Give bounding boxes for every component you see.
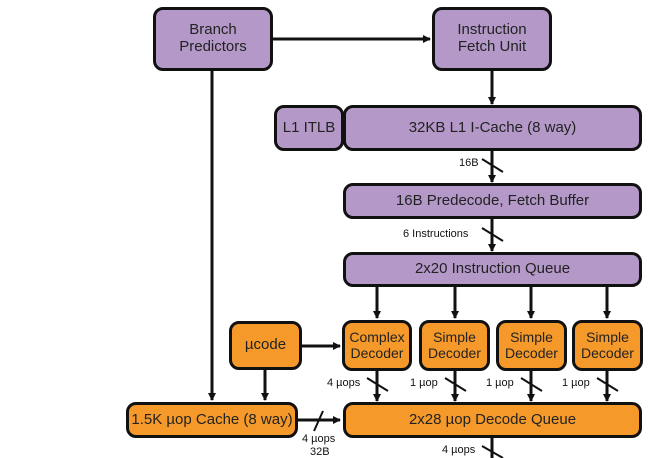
bus-slash-16b	[481, 158, 504, 173]
l1-icache-block: 32KB L1 I-Cache (8 way)	[343, 105, 642, 151]
ucode-block: µcode	[229, 321, 302, 370]
label-uop-cache-out-uops: 4 µops	[302, 433, 336, 445]
bus-slash-6-instructions	[481, 227, 504, 242]
decoder-2-line2: Decoder	[428, 344, 481, 361]
instruction-queue-block: 2x20 Instruction Queue	[343, 252, 642, 287]
fetch-unit-line1: Instruction	[457, 21, 527, 39]
decoder-4-line2: Decoder	[581, 344, 634, 361]
bus-slash-uop-cache	[313, 410, 324, 432]
decoder-3-line2: Decoder	[505, 344, 558, 361]
label-decoder-2-out: 1 µop	[410, 377, 438, 389]
l1-itlb-block: L1 ITLB	[274, 105, 344, 151]
bus-slash-decoder-2	[444, 377, 467, 392]
label-decoder-4-out: 1 µop	[562, 377, 590, 389]
label-16b: 16B	[459, 157, 479, 169]
label-decode-queue-out: 4 µops	[442, 444, 476, 456]
uop-cache-block: 1.5K µop Cache (8 way)	[126, 402, 298, 438]
label-decoder-1-out: 4 µops	[327, 377, 361, 389]
instruction-queue-label: 2x20 Instruction Queue	[414, 260, 571, 278]
branch-predictors-line1: Branch	[189, 21, 237, 39]
decode-queue-block: 2x28 µop Decode Queue	[343, 402, 642, 438]
decoder-4-line1: Simple	[586, 328, 629, 345]
branch-predictors-line2: Predictors	[179, 38, 247, 55]
predecode-block: 16B Predecode, Fetch Buffer	[343, 183, 642, 219]
label-uop-cache-out-bytes: 32B	[310, 446, 330, 458]
decoder-3-line1: Simple	[510, 328, 553, 345]
label-6-instructions: 6 Instructions	[403, 228, 469, 240]
decoder-1-line2: Decoder	[350, 344, 404, 361]
bus-slash-decoder-4	[596, 377, 619, 392]
fetch-unit-line2: Fetch Unit	[457, 38, 527, 55]
decoder-2-line1: Simple	[433, 328, 476, 345]
bus-slash-decoder-3	[520, 377, 543, 392]
l1-icache-label: 32KB L1 I-Cache (8 way)	[408, 118, 577, 136]
uop-cache-label: 1.5K µop Cache (8 way)	[131, 410, 293, 428]
label-decoder-3-out: 1 µop	[486, 377, 514, 389]
decode-queue-label: 2x28 µop Decode Queue	[408, 410, 577, 428]
decoder-1-line1: Complex	[349, 328, 405, 345]
l1-itlb-label: L1 ITLB	[282, 118, 336, 136]
bus-slash-decoder-1	[366, 377, 389, 392]
predecode-label: 16B Predecode, Fetch Buffer	[395, 191, 590, 209]
bus-slash-queue-out	[481, 445, 504, 458]
ucode-label: µcode	[244, 336, 287, 354]
